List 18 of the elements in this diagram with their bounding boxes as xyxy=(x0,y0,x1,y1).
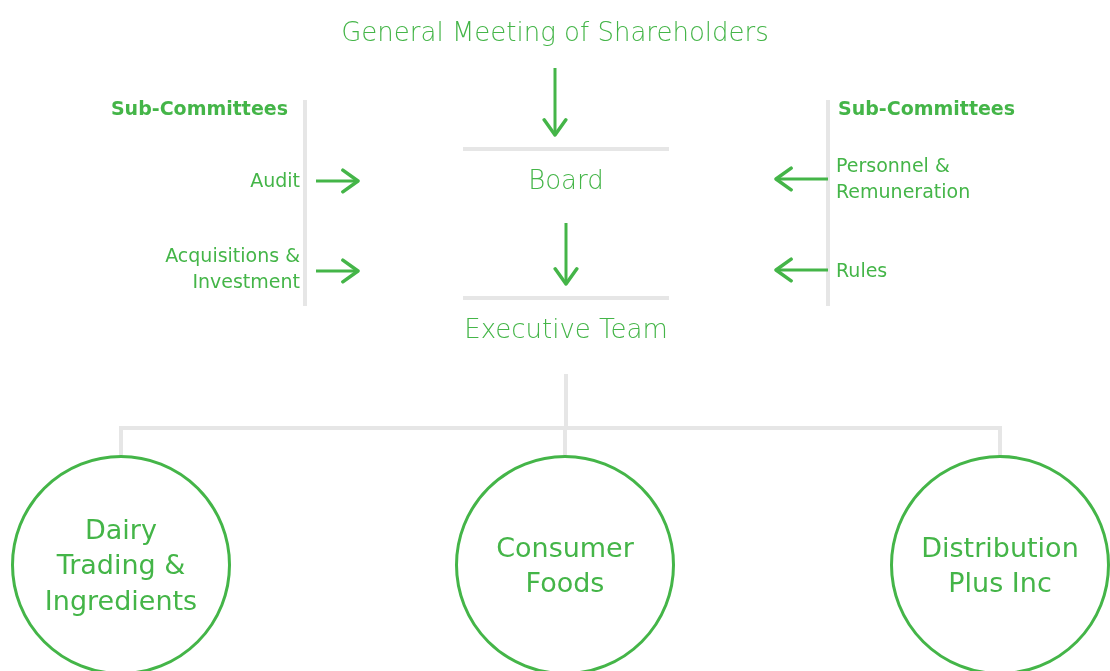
level-name: Board xyxy=(528,165,604,195)
arrow xyxy=(316,258,360,284)
committee-text: Audit xyxy=(250,168,300,194)
committee-text: Acquisitions & Investment xyxy=(164,243,300,294)
arrow xyxy=(316,168,360,194)
arrow xyxy=(774,166,828,192)
division-name: Consumer Foods xyxy=(495,530,635,600)
division-name: Dairy Trading & Ingredients xyxy=(43,513,199,618)
arrow xyxy=(553,223,579,286)
group-heading: Sub-Committees xyxy=(838,97,1017,119)
heading-text: General Meeting of Shareholders xyxy=(341,17,769,47)
group-heading: Sub-Committees xyxy=(109,97,288,119)
committee-text: Rules xyxy=(836,258,888,284)
committee-text: Personnel & Remuneration xyxy=(836,153,972,204)
arrow xyxy=(542,68,568,137)
division-name: Distribution Plus Inc xyxy=(920,530,1080,600)
arrow xyxy=(774,257,828,283)
level-name: Executive Team xyxy=(464,314,668,344)
